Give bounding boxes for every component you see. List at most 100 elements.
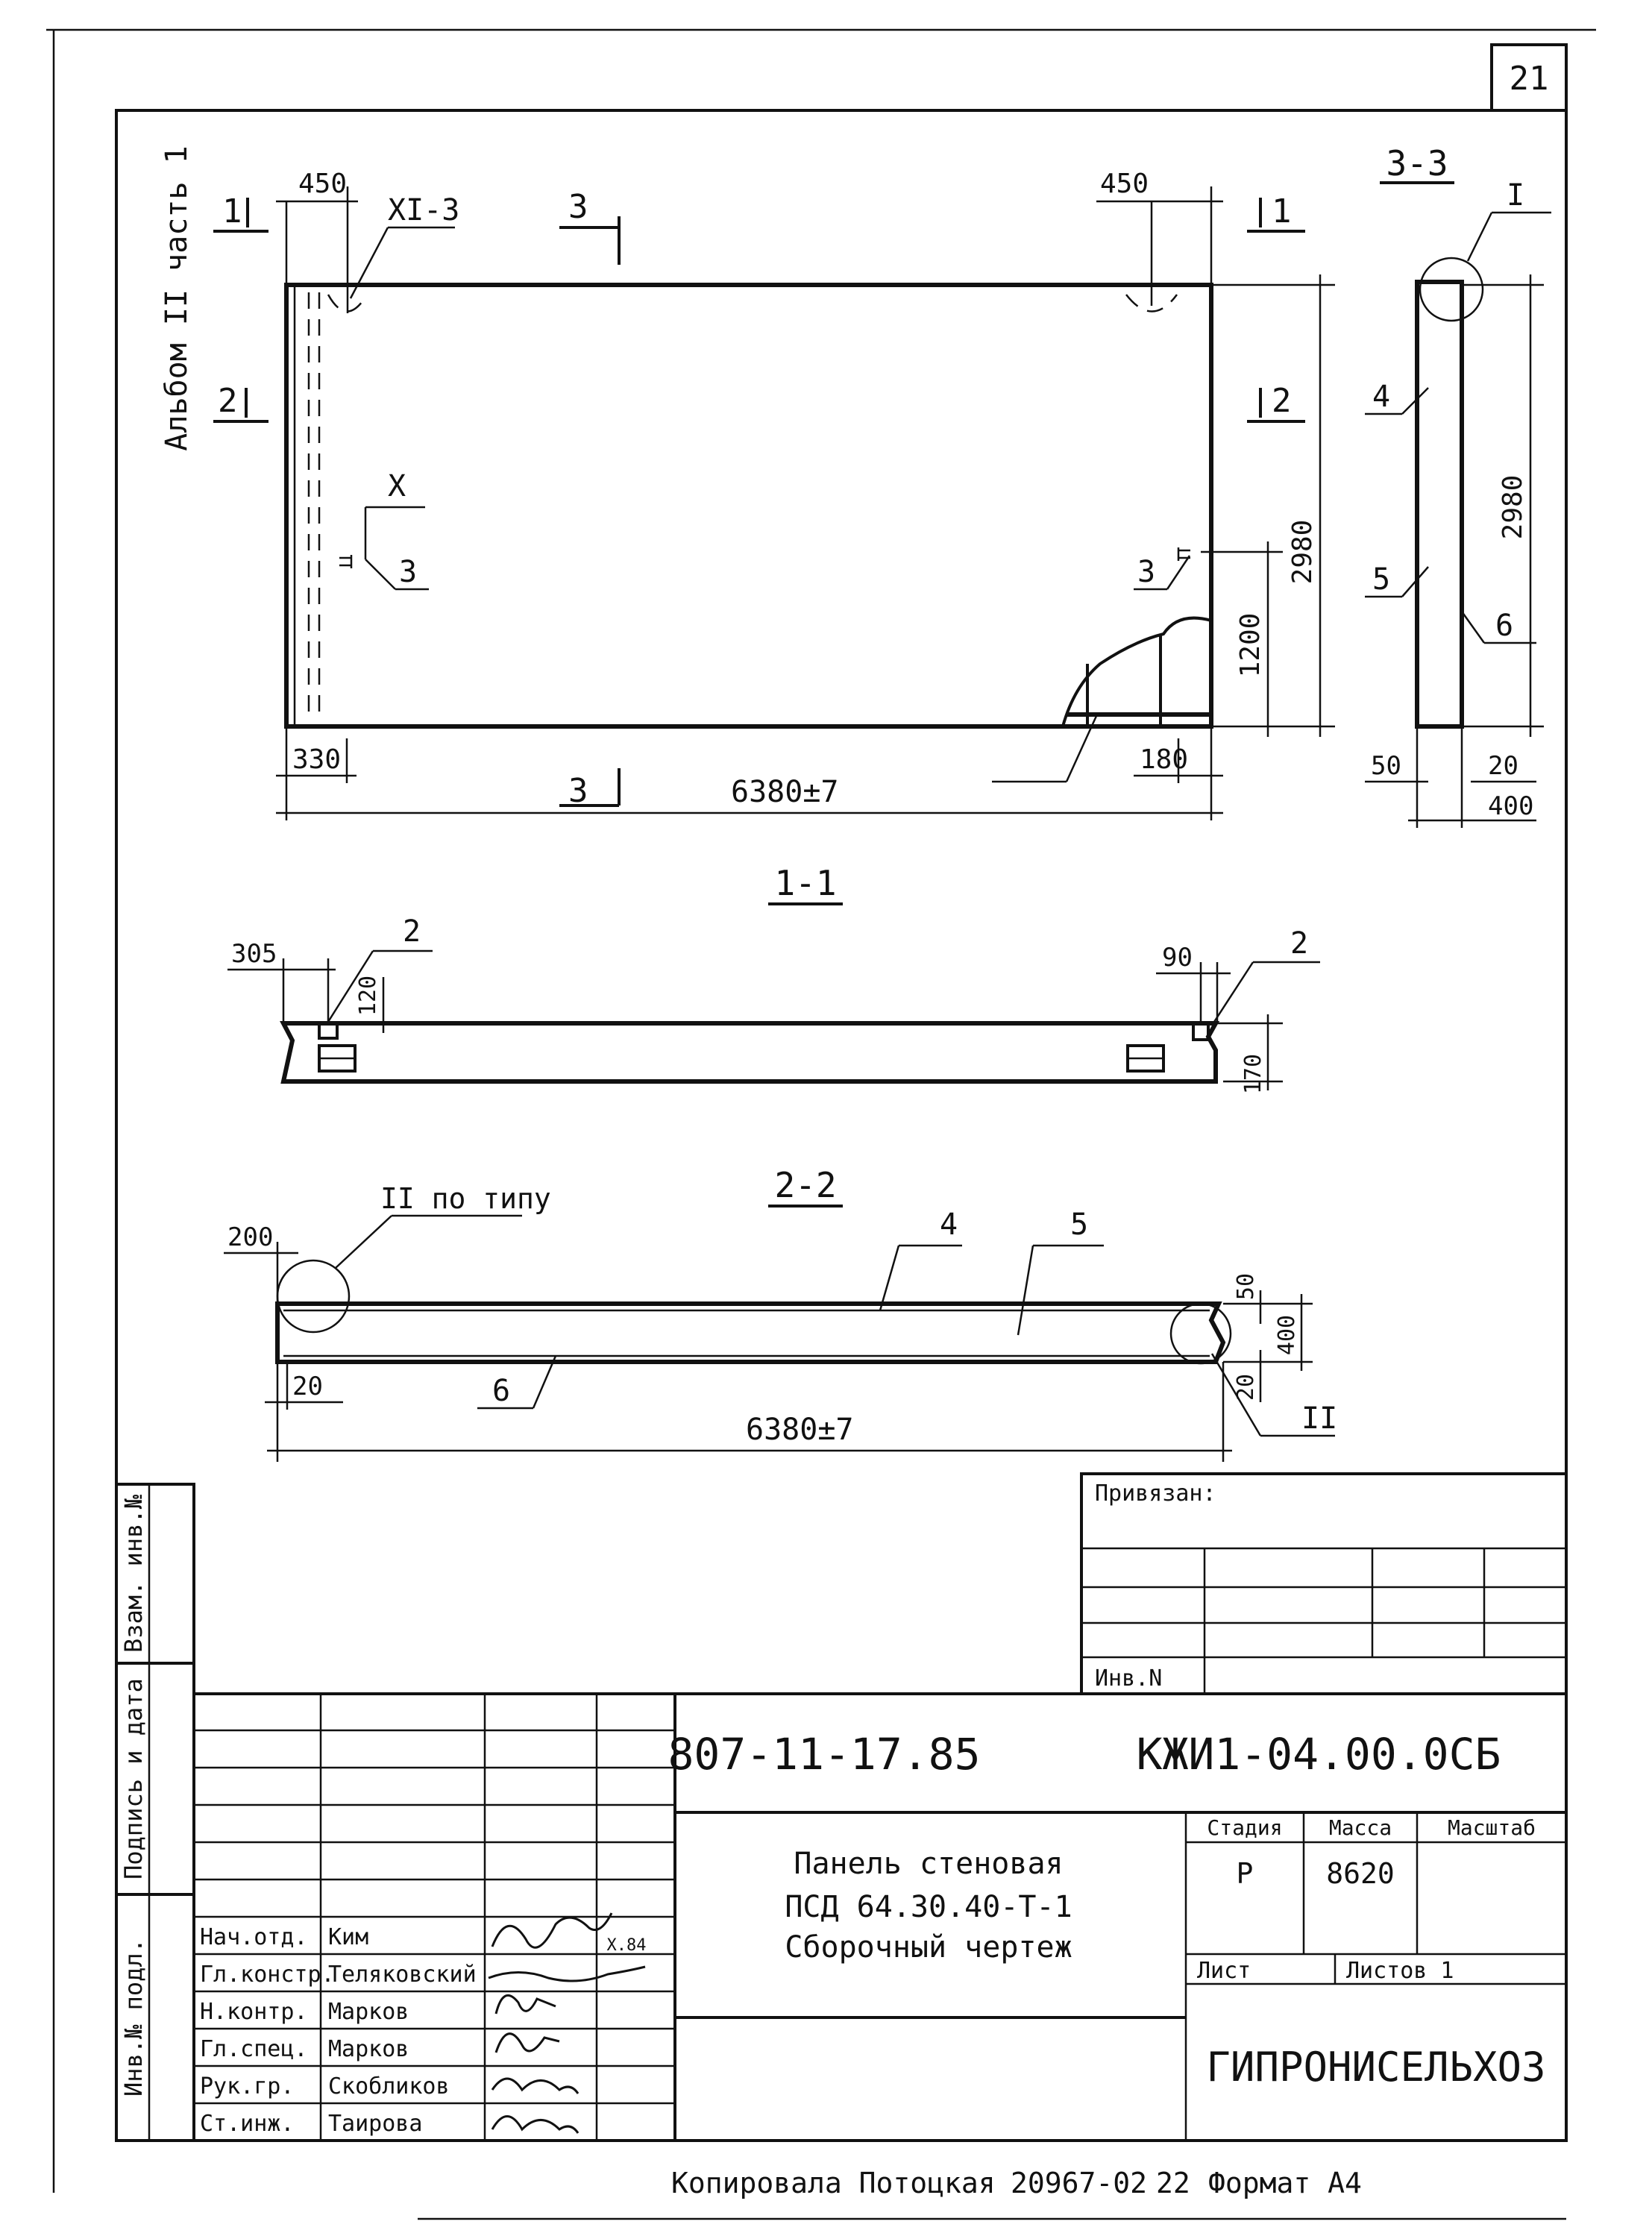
copy-count: 22 (1156, 2167, 1190, 2199)
callout-3b: 3 (1137, 555, 1155, 589)
staff-role: Гл.спец. (200, 2036, 308, 2062)
signatures (488, 1912, 646, 2134)
svg-text:2: 2 (218, 382, 238, 420)
main-view-dimensions: 450 450 330 180 6380±7 2980 1200 (276, 169, 1335, 820)
svg-text:200: 200 (227, 1222, 273, 1252)
inv-n-label: Инв.N (1095, 1665, 1162, 1692)
svg-text:5: 5 (1070, 1208, 1088, 1242)
section-mark-3-top: 3 (559, 188, 621, 265)
binding-block: Привязан: Инв.N (1080, 1472, 1568, 1695)
section-3-3: 3-3 I 4 5 6 2980 50 20 400 (1365, 143, 1551, 828)
section-1-1: 1-1 305 120 2 90 2 170 (227, 863, 1320, 1094)
staff-role: Гл.констр. (200, 1962, 335, 1988)
stamp-inv-podl: Инв.№ подл. (119, 1938, 148, 2097)
project-code: 807-11-17.85 (668, 1729, 980, 1780)
masshtab-label: Масштаб (1448, 1815, 1536, 1840)
list-label: Лист (1197, 1958, 1251, 1984)
section-1-1-title: 1-1 (774, 863, 836, 903)
signature-date: Х.84 (607, 1936, 647, 1955)
section-mark-2-right: 2 (1247, 382, 1305, 423)
product-name-3: Сборочный чертеж (785, 1930, 1072, 1965)
staff-role: Нач.отд. (200, 1924, 308, 1950)
svg-text:20: 20 (1488, 751, 1518, 781)
section-2-2: 2-2 II по типу 200 4 5 50 400 20 II 20 (224, 1165, 1337, 1462)
svg-text:II: II (1301, 1401, 1337, 1436)
staff-role: Ст.инж. (200, 2111, 294, 2137)
svg-text:2: 2 (1272, 382, 1292, 420)
staff-role: Н.контр. (200, 1999, 308, 2025)
svg-text:120: 120 (355, 976, 381, 1016)
dim-height-main: 2980 (1287, 520, 1318, 585)
staff-name: Таирова (328, 2111, 422, 2137)
svg-text:400: 400 (1274, 1315, 1300, 1355)
dim-450-right: 450 (1100, 169, 1149, 199)
section-2-2-title: 2-2 (774, 1165, 836, 1205)
stadiya-label: Стадия (1207, 1815, 1282, 1840)
stamp-podpis-data: Подпись и дата (119, 1678, 148, 1880)
section-2-2-node-ii-type: II по типу (380, 1182, 551, 1215)
staff-name: Теляковский (328, 1962, 477, 1988)
svg-text:6: 6 (492, 1374, 510, 1408)
section-mark-1-right: 1 (1247, 192, 1305, 233)
massa-value: 8620 (1326, 1857, 1395, 1890)
callout-3a: 3 (399, 555, 417, 589)
organization: ГИПРОНИСЕЛЬХОЗ (1206, 2044, 1545, 2091)
massa-label: Масса (1329, 1815, 1392, 1840)
side-stamp: Взам. инв.№ Подпись и дата Инв.№ подл. (115, 1483, 195, 2142)
dim-length-2-2: 6380±7 (746, 1413, 854, 1447)
svg-text:1: 1 (222, 192, 242, 230)
privyazan-label: Привязан: (1095, 1480, 1216, 1507)
staff-name: Скобликов (328, 2073, 450, 2100)
sheet-number: 21 (1510, 60, 1549, 98)
callout-xi: XI-3 (388, 193, 459, 227)
dim-1200: 1200 (1235, 613, 1266, 678)
svg-text:2: 2 (1290, 926, 1308, 961)
dim-length-main: 6380±7 (731, 775, 839, 809)
product-name-2: ПСД 64.30.40-Т-1 (785, 1890, 1072, 1924)
staff-name: Ким (328, 1924, 368, 1950)
svg-text:90: 90 (1162, 943, 1193, 973)
svg-text:20: 20 (292, 1372, 323, 1401)
svg-text:6: 6 (1495, 609, 1513, 643)
staff-role: Рук.гр. (200, 2073, 294, 2100)
dim-180: 180 (1140, 744, 1188, 775)
title-block (192, 1692, 1568, 2142)
svg-text:5: 5 (1372, 562, 1390, 597)
svg-text:1: 1 (1272, 192, 1292, 230)
staff-name: Марков (328, 1999, 409, 2025)
svg-text:4: 4 (940, 1208, 958, 1242)
svg-text:400: 400 (1488, 791, 1533, 821)
svg-text:2: 2 (403, 914, 421, 949)
svg-text:4: 4 (1372, 380, 1390, 414)
svg-text:305: 305 (231, 939, 277, 969)
svg-text:50: 50 (1371, 751, 1401, 781)
section-mark-2-left: 2 (213, 382, 268, 423)
section-1-1-body (280, 1021, 1220, 1084)
dim-330: 330 (292, 744, 341, 775)
svg-text:3: 3 (568, 772, 588, 810)
section-2-2-body (275, 1301, 1226, 1364)
section-3-3-title: 3-3 (1386, 143, 1448, 183)
listov-label: Листов 1 (1346, 1958, 1454, 1984)
staff-table: Нач.отд. Ким Гл.констр. Теляковский Н.ко… (200, 1924, 477, 2137)
section-3-3-body (1415, 280, 1464, 729)
main-view-callouts: XI-3 X 3 3 (349, 193, 1191, 591)
svg-text:3: 3 (568, 188, 588, 226)
order-number: 20967-02 (1011, 2167, 1147, 2199)
product-name-1: Панель стеновая (794, 1847, 1063, 1881)
stamp-vzam-inv: Взам. инв.№ (119, 1494, 148, 1653)
drawing-code: КЖИ1-04.00.0СБ (1137, 1729, 1501, 1780)
stadiya-value: Р (1237, 1857, 1254, 1890)
panel-outline (284, 283, 1213, 729)
main-view (284, 283, 1213, 729)
copied-by: Копировала Потоцкая (671, 2167, 996, 2199)
svg-text:50: 50 (1233, 1273, 1259, 1300)
svg-text:170: 170 (1240, 1054, 1266, 1094)
section-3-3-height: 2980 (1498, 475, 1528, 540)
reinforcement-breakout (1061, 616, 1212, 727)
staff-name: Марков (328, 2036, 409, 2062)
format-label: Формат А4 (1208, 2167, 1362, 2199)
section-mark-3-bottom: 3 (559, 768, 621, 810)
section-mark-1-left: 1 (213, 192, 268, 233)
